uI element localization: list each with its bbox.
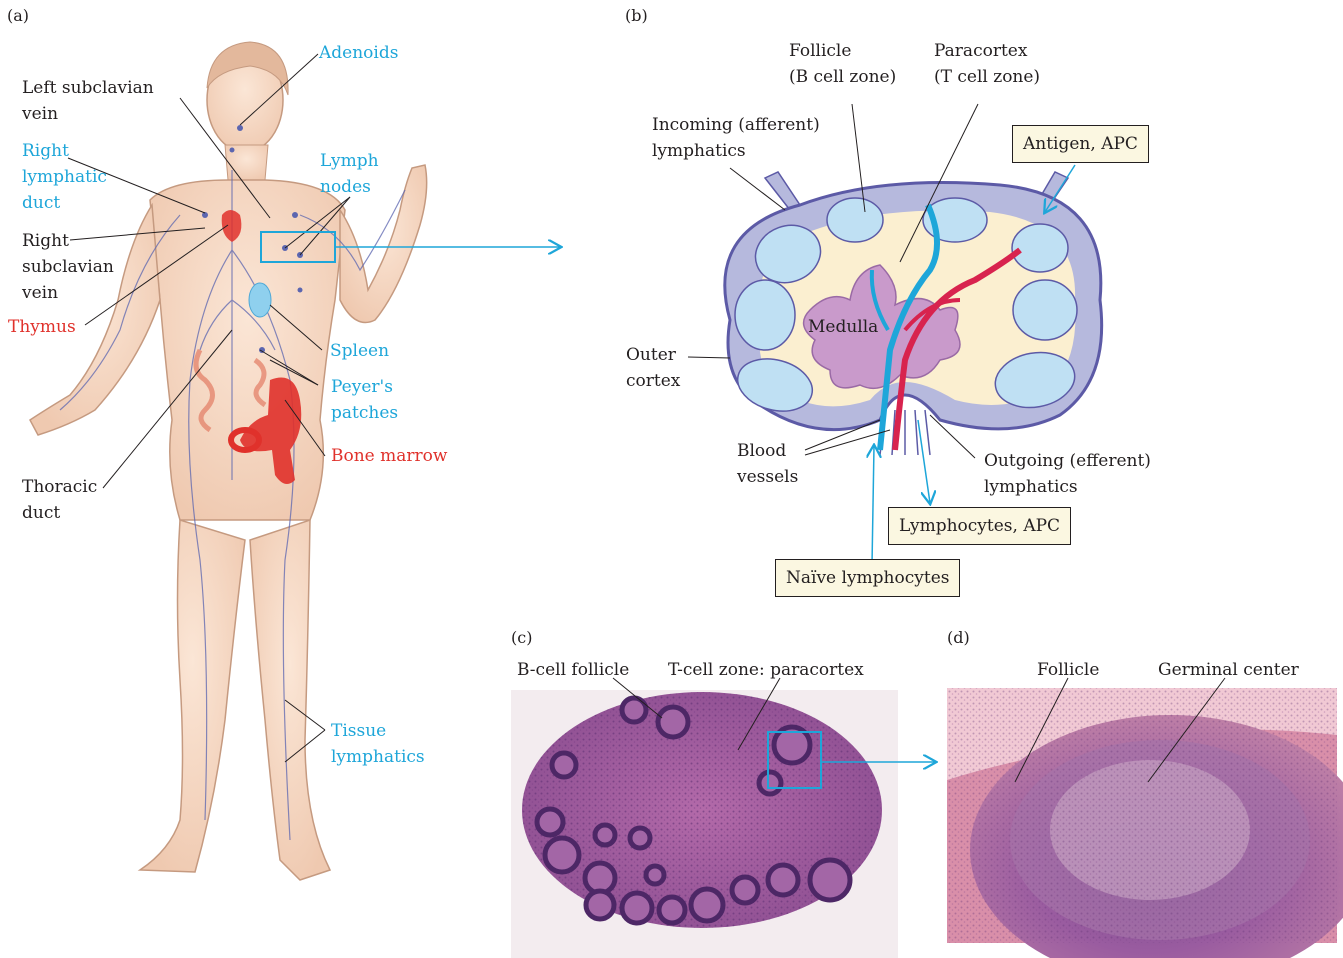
label-blood-vessels: Blood vessels	[737, 438, 798, 490]
label-peyers-patches: Peyer's patches	[331, 374, 398, 426]
label-adenoids: Adenoids	[319, 40, 398, 66]
lymph-node-diagram	[725, 172, 1102, 455]
label-incoming-lymphatics: Incoming (afferent) lymphatics	[652, 112, 820, 164]
panel-label-d: (d)	[947, 628, 970, 647]
label-medulla: Medulla	[808, 314, 878, 340]
label-lymph-nodes: Lymph nodes	[320, 148, 379, 200]
label-spleen: Spleen	[330, 338, 389, 364]
label-outgoing-lymphatics: Outgoing (efferent) lymphatics	[984, 448, 1151, 500]
label-t-cell-zone-paracortex: T-cell zone: paracortex	[668, 657, 864, 683]
label-outer-cortex: Outer cortex	[626, 342, 680, 394]
panel-label-a: (a)	[7, 6, 29, 25]
panel-label-c: (c)	[511, 628, 532, 647]
label-bone-marrow: Bone marrow	[331, 443, 447, 469]
label-b-cell-follicle: B-cell follicle	[517, 657, 629, 683]
box-naive-lymphocytes: Naïve lymphocytes	[775, 559, 960, 597]
label-germinal-center: Germinal center	[1158, 657, 1299, 683]
lymph-node-micrograph	[511, 690, 898, 958]
label-paracortex-t-cell-zone: Paracortex (T cell zone)	[934, 38, 1040, 90]
label-thoracic-duct: Thoracic duct	[22, 474, 97, 526]
label-left-subclavian-vein: Left subclavian vein	[22, 75, 154, 127]
label-right-lymphatic-duct: Right lymphatic duct	[22, 138, 107, 216]
label-thymus: Thymus	[8, 314, 76, 340]
box-lymphocytes-apc: Lymphocytes, APC	[888, 507, 1071, 545]
box-antigen-apc: Antigen, APC	[1012, 125, 1149, 163]
label-right-subclavian-vein: Right subclavian vein	[22, 228, 114, 306]
label-tissue-lymphatics: Tissue lymphatics	[331, 718, 425, 770]
follicle-micrograph	[947, 688, 1343, 958]
label-follicle-d: Follicle	[1037, 657, 1099, 683]
panel-label-b: (b)	[625, 6, 648, 25]
label-follicle-b-cell-zone: Follicle (B cell zone)	[789, 38, 896, 90]
